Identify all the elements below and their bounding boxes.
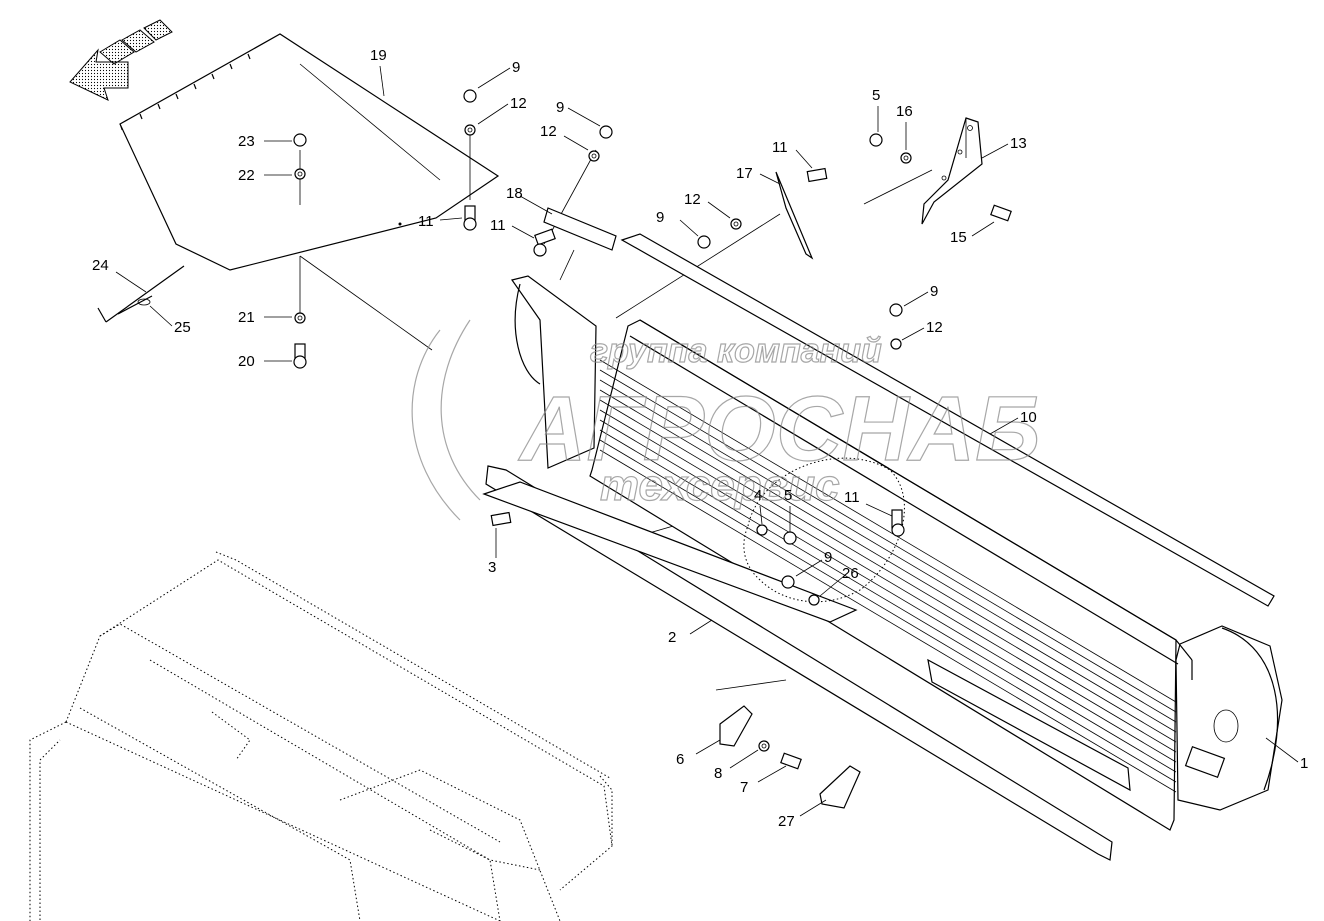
bracket-13 xyxy=(921,117,983,225)
callout-6: 6 xyxy=(676,751,684,768)
callout-5-b: 5 xyxy=(784,487,792,504)
callout-27: 27 xyxy=(778,813,795,830)
callout-3: 3 xyxy=(488,559,496,576)
callout-7: 7 xyxy=(740,779,748,796)
combine-header-background xyxy=(29,551,613,921)
bracket-27 xyxy=(819,765,861,809)
callout-16: 16 xyxy=(896,103,913,120)
callout-15: 15 xyxy=(950,229,967,246)
watermark-line1: группа компаний xyxy=(590,332,882,370)
callout-17: 17 xyxy=(736,165,753,182)
callout-11-d: 11 xyxy=(844,489,860,506)
callout-13: 13 xyxy=(1010,135,1027,152)
fasteners xyxy=(293,89,1012,770)
pin-24-25 xyxy=(97,265,185,323)
callout-19: 19 xyxy=(370,47,387,64)
blade-17 xyxy=(775,171,814,260)
callout-10: 10 xyxy=(1020,409,1037,426)
callout-11-a: 11 xyxy=(418,213,434,230)
strip-18 xyxy=(543,207,617,251)
callout-23: 23 xyxy=(238,133,255,150)
watermark-line2: АГРОСНАБ xyxy=(518,378,1040,480)
callout-9-b: 9 xyxy=(556,99,564,116)
callout-12-a: 12 xyxy=(510,95,527,112)
plate-2-lower xyxy=(482,481,858,623)
callout-9-e: 9 xyxy=(824,549,832,566)
watermark-line3: техсервис xyxy=(600,461,840,510)
strip-10 xyxy=(620,233,1275,607)
callout-22: 22 xyxy=(238,167,255,184)
watermark: группа компаний АГРОСНАБ техсервис xyxy=(411,319,1041,521)
bracket-6 xyxy=(719,705,753,747)
dotted-inset xyxy=(743,457,905,603)
callout-9-c: 9 xyxy=(656,209,664,226)
callout-1: 1 xyxy=(1300,755,1308,772)
callout-11-b: 11 xyxy=(490,217,506,234)
callout-8: 8 xyxy=(714,765,722,782)
callout-5-a: 5 xyxy=(872,87,880,104)
callout-25: 25 xyxy=(174,319,191,336)
callout-12-d: 12 xyxy=(926,319,943,336)
callout-9-a: 9 xyxy=(512,59,520,76)
callout-2: 2 xyxy=(668,629,676,646)
callout-4: 4 xyxy=(754,487,762,504)
rotor-housing xyxy=(511,275,1283,831)
callout-12-c: 12 xyxy=(684,191,701,208)
plate-lower-end xyxy=(927,658,1131,792)
direction-arrow-icon xyxy=(69,19,173,101)
callout-20: 20 xyxy=(238,353,255,370)
callout-24: 24 xyxy=(92,257,109,274)
callout-11-c: 11 xyxy=(772,139,788,156)
callout-26: 26 xyxy=(842,565,859,582)
callout-12-b: 12 xyxy=(540,123,557,140)
cover-plate-19 xyxy=(119,33,500,271)
callout-21: 21 xyxy=(238,309,255,326)
callout-18: 18 xyxy=(506,185,523,202)
callout-9-d: 9 xyxy=(930,283,938,300)
callout-labels: 19 9 12 9 12 23 22 18 11 11 24 25 21 20 … xyxy=(92,47,1308,830)
callout-leaders xyxy=(115,65,1299,817)
strip-2 xyxy=(485,465,1113,861)
